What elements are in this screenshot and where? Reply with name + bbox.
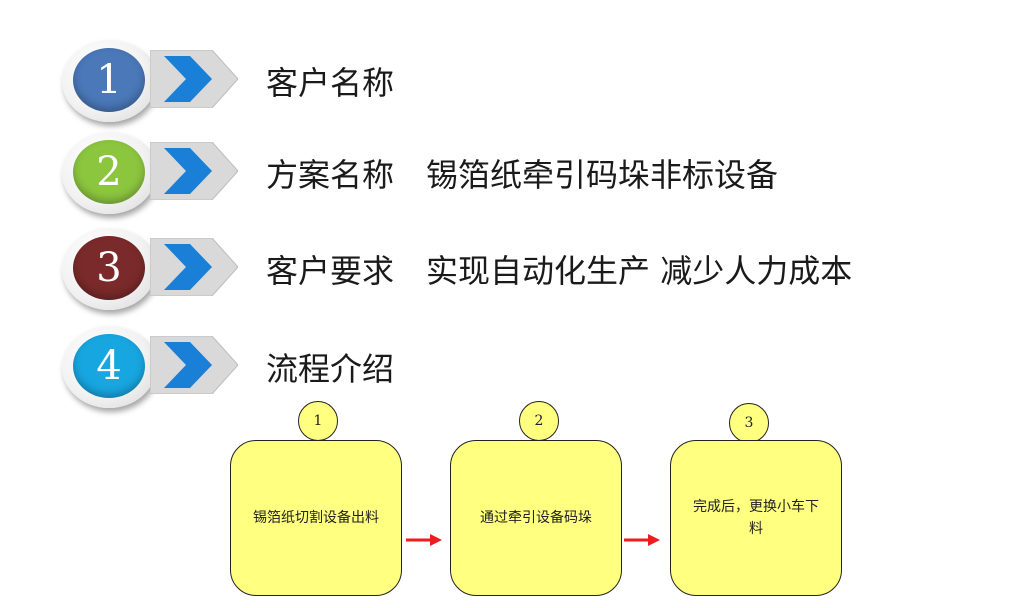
agenda-item-4: 4 流程介绍 xyxy=(0,322,1020,412)
flow-arrow-icon xyxy=(624,534,660,546)
chevron-arrow-icon xyxy=(150,50,238,108)
step-box-3: 完成后，更换小车下料 xyxy=(670,440,842,596)
step-box-1: 锡箔纸切割设备出料 xyxy=(230,440,402,596)
agenda-label: 流程介绍 xyxy=(266,350,395,388)
chevron-arrow-icon xyxy=(150,142,238,200)
badge-number: 1 xyxy=(73,48,145,112)
agenda-item-1: 1 客户名称 xyxy=(0,36,1020,126)
agenda-text: 方案名称锡箔纸牵引码垛非标设备 xyxy=(266,150,778,196)
badge-number: 4 xyxy=(73,334,145,398)
number-badge: 2 xyxy=(62,132,156,214)
agenda-item-3: 3 客户要求实现自动化生产 减少人力成本 xyxy=(0,224,1020,314)
number-badge: 3 xyxy=(62,228,156,310)
agenda-text: 客户要求实现自动化生产 减少人力成本 xyxy=(266,246,852,292)
agenda-value: 锡箔纸牵引码垛非标设备 xyxy=(426,156,779,194)
number-badge: 4 xyxy=(62,326,156,408)
agenda-item-2: 2 方案名称锡箔纸牵引码垛非标设备 xyxy=(0,128,1020,218)
agenda-value: 实现自动化生产 减少人力成本 xyxy=(426,252,853,290)
chevron-arrow-icon xyxy=(150,336,238,394)
agenda-label: 方案名称 xyxy=(266,156,395,194)
badge-number: 2 xyxy=(73,140,145,204)
step-number-3: 3 xyxy=(729,403,769,443)
agenda-text: 流程介绍 xyxy=(266,344,394,390)
agenda-label: 客户要求 xyxy=(266,252,395,290)
agenda-label: 客户名称 xyxy=(266,64,395,102)
agenda-text: 客户名称 xyxy=(266,58,394,104)
step-number-1: 1 xyxy=(298,401,338,441)
step-number-2: 2 xyxy=(519,401,559,441)
step-box-2: 通过牵引设备码垛 xyxy=(450,440,622,596)
chevron-arrow-icon xyxy=(150,238,238,296)
badge-number: 3 xyxy=(73,236,145,300)
number-badge: 1 xyxy=(62,40,156,122)
flow-arrow-icon xyxy=(406,534,442,546)
